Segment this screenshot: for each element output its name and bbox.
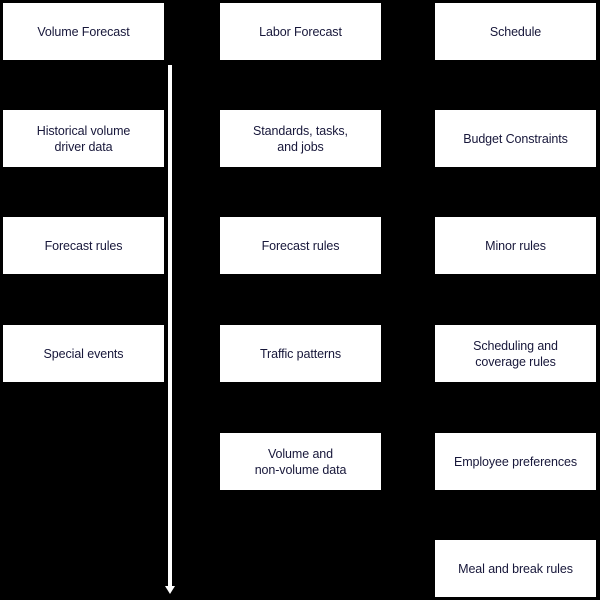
flow-arrow-line [168,65,172,586]
node-employee-preferences[interactable]: Employee preferences [435,433,596,490]
node-scheduling-and-coverage-rules[interactable]: Scheduling and coverage rules [435,325,596,382]
node-traffic-patterns[interactable]: Traffic patterns [220,325,381,382]
node-special-events[interactable]: Special events [3,325,164,382]
node-forecast-rules-labor[interactable]: Forecast rules [220,217,381,274]
node-historical-volume-driver-data[interactable]: Historical volume driver data [3,110,164,167]
flow-arrow-head-icon [165,586,175,594]
node-standards-tasks-and-jobs[interactable]: Standards, tasks, and jobs [220,110,381,167]
node-volume-and-non-volume-data[interactable]: Volume and non-volume data [220,433,381,490]
node-minor-rules[interactable]: Minor rules [435,217,596,274]
node-forecast-rules-volume[interactable]: Forecast rules [3,217,164,274]
node-meal-and-break-rules[interactable]: Meal and break rules [435,540,596,597]
node-volume-forecast[interactable]: Volume Forecast [3,3,164,60]
node-schedule[interactable]: Schedule [435,3,596,60]
node-budget-constraints[interactable]: Budget Constraints [435,110,596,167]
node-labor-forecast[interactable]: Labor Forecast [220,3,381,60]
